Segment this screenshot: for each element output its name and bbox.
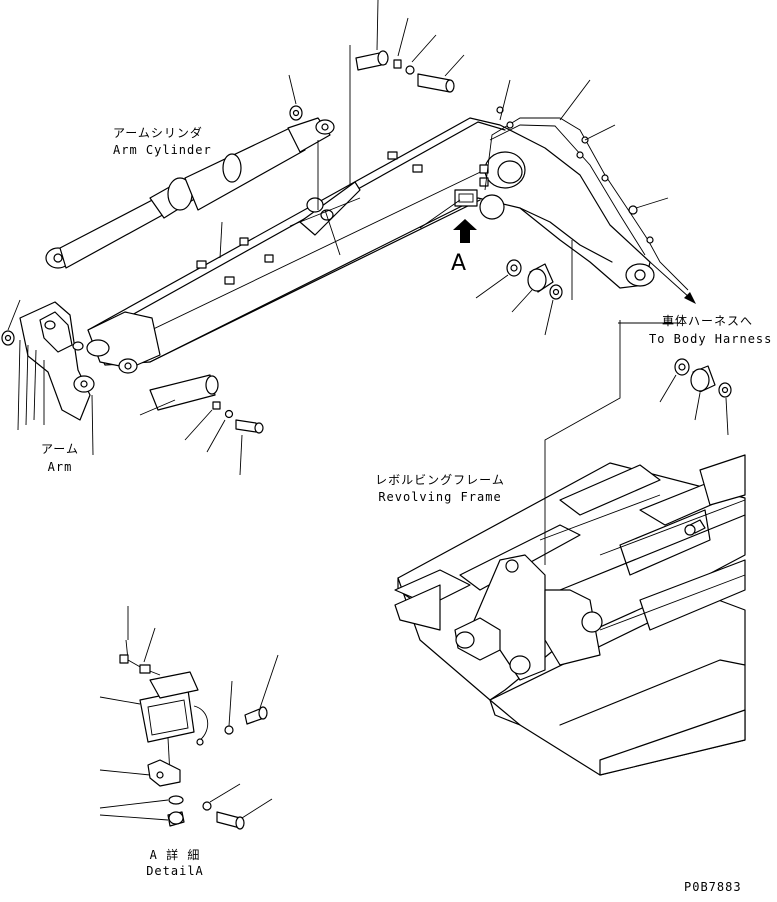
top-pin-parts [349, 0, 465, 185]
to-body-harness-label-en: To Body Harness [649, 332, 773, 346]
arm [17, 301, 95, 431]
boom [86, 106, 689, 374]
revolving-frame [394, 454, 746, 776]
routing-line [544, 320, 621, 565]
detail-a-label-en: DetailA [146, 864, 204, 878]
boom-arm-pin-parts [659, 358, 732, 436]
body-harness-arrow [649, 261, 696, 304]
detail-a-drawing [99, 606, 279, 830]
revolving-frame-label-jp: レボルビングフレーム [375, 473, 505, 487]
detail-a-label-jp: A 詳 細 [149, 848, 201, 862]
view-arrow [453, 219, 477, 243]
revolving-frame-label-en: Revolving Frame [378, 490, 502, 504]
arm-label-en: Arm [47, 460, 73, 474]
arm-cylinder-label-en: Arm Cylinder [113, 143, 212, 157]
view-marker-label: A [451, 251, 467, 276]
arm-label-jp: アーム [41, 442, 79, 456]
arm-cylinder [45, 117, 335, 269]
arm-cylinder-label-jp: アームシリンダ [113, 126, 203, 140]
boom-foot-pin-parts [475, 259, 563, 336]
drawing-number: P0B7883 [684, 880, 742, 894]
to-body-harness-label-jp: 車体ハーネスへ [662, 314, 754, 328]
boom-cylinder-pin-parts [139, 374, 264, 476]
leader-lines [91, 79, 669, 456]
